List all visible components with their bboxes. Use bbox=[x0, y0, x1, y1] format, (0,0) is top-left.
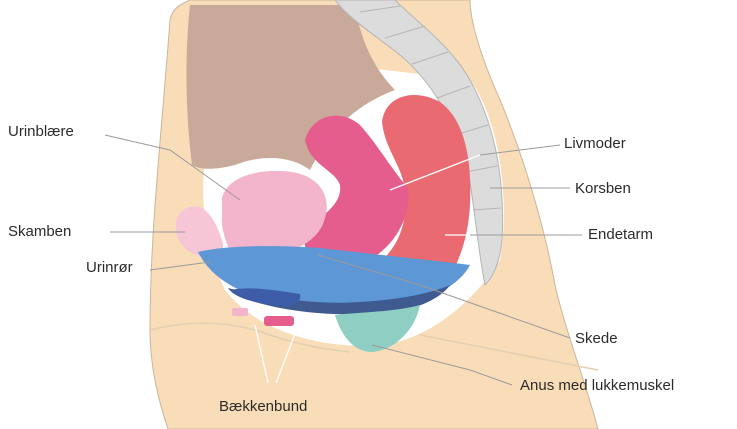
label-urinror: Urinrør bbox=[86, 259, 133, 277]
label-anus: Anus med lukkemuskel bbox=[520, 377, 674, 395]
perineal-muscle-2 bbox=[232, 308, 248, 316]
label-livmoder: Livmoder bbox=[564, 135, 626, 153]
label-skamben: Skamben bbox=[8, 223, 71, 241]
label-skede: Skede bbox=[575, 330, 618, 348]
perineal-muscle-1 bbox=[264, 316, 294, 326]
label-korsben: Korsben bbox=[575, 180, 631, 198]
label-baekkenbund: Bækkenbund bbox=[219, 398, 307, 416]
label-urinblaere: Urinblære bbox=[8, 123, 74, 141]
label-endetarm: Endetarm bbox=[588, 226, 653, 244]
